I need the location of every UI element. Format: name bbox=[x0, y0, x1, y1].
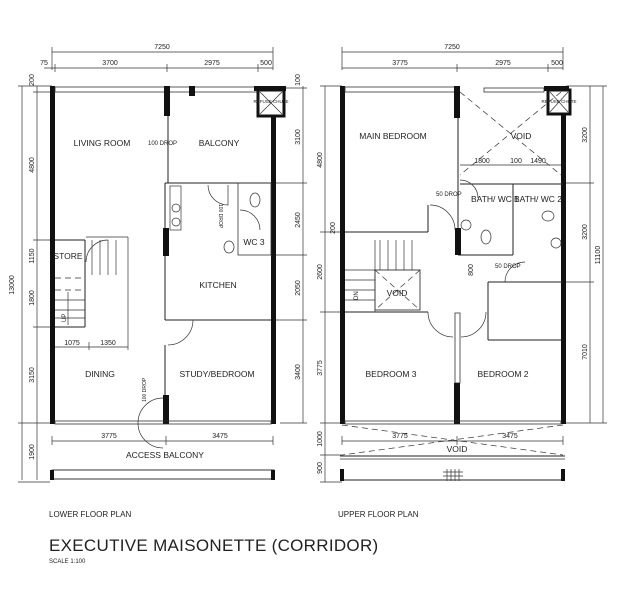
dim-1900: 1900 bbox=[29, 444, 36, 460]
note-50-drop-bedroom: 50 DROP bbox=[495, 264, 521, 270]
upper-dim-b3775: 3775 bbox=[392, 433, 408, 440]
void-dim-100: 100 bbox=[510, 158, 522, 165]
dim-total-width: 7250 bbox=[154, 44, 170, 51]
upper-dim-3775: 3775 bbox=[317, 360, 324, 376]
upper-floor-plan: 7250 3775 2975 500 4800 200 2600 3775 10… bbox=[317, 44, 607, 483]
dim-r100: 100 bbox=[295, 74, 302, 86]
void-dim-1490: 1490 bbox=[530, 158, 546, 165]
caption-lower-floor-plan: LOWER FLOOR PLAN bbox=[49, 510, 131, 519]
upper-dim-900: 900 bbox=[317, 462, 324, 474]
dim-1075: 1075 bbox=[64, 340, 80, 347]
dim-3150: 3150 bbox=[29, 367, 36, 383]
access-balcony-parapet bbox=[50, 469, 275, 480]
room-bedroom-3: BEDROOM 3 bbox=[365, 369, 416, 379]
room-kitchen: KITCHEN bbox=[199, 280, 236, 290]
stair-down-label: DN bbox=[354, 291, 360, 300]
drawing-title: EXECUTIVE MAISONETTE (CORRIDOR) bbox=[49, 536, 379, 555]
upper-dim-800: 800 bbox=[468, 264, 475, 276]
lower-bottom-dimensions: 3775 3475 bbox=[51, 433, 274, 445]
dim-3400: 3400 bbox=[295, 364, 302, 380]
room-living-room: LIVING ROOM bbox=[74, 138, 131, 148]
upper-dim-2975: 2975 bbox=[495, 60, 511, 67]
dim-200: 200 bbox=[29, 74, 36, 86]
upper-top-dimensions: 7250 3775 2975 500 bbox=[341, 44, 564, 72]
upper-dim-7010: 7010 bbox=[582, 344, 589, 360]
upper-dim-3200b: 3200 bbox=[582, 224, 589, 240]
dim-13000: 13000 bbox=[9, 275, 16, 295]
room-balcony: BALCONY bbox=[199, 138, 240, 148]
upper-bottom-void: 3775 3475 VOID bbox=[340, 424, 565, 481]
room-wc-3: WC 3 bbox=[243, 237, 265, 247]
dim-1800: 1800 bbox=[29, 290, 36, 306]
dim-2975: 2975 bbox=[204, 60, 220, 67]
note-50-drop-bath: 50 DROP bbox=[436, 192, 462, 198]
lower-walls: REFUSE CHUTE bbox=[50, 86, 289, 449]
dim-1350: 1350 bbox=[100, 340, 116, 347]
dim-3700: 3700 bbox=[102, 60, 118, 67]
note-100-drop-wc: 100 DROP bbox=[217, 204, 223, 229]
upper-dim-200: 200 bbox=[330, 222, 337, 234]
room-void-bottom: VOID bbox=[447, 444, 468, 454]
caption-upper-floor-plan: UPPER FLOOR PLAN bbox=[338, 510, 419, 519]
room-store: STORE bbox=[53, 251, 82, 261]
upper-dim-3775: 3775 bbox=[392, 60, 408, 67]
note-100-drop-balcony: 100 DROP bbox=[148, 141, 177, 147]
upper-staircase: DN VOID bbox=[345, 240, 421, 312]
upper-left-dimensions: 4800 200 2600 3775 1000 900 bbox=[317, 85, 342, 483]
room-main-bedroom: MAIN BEDROOM bbox=[359, 131, 427, 141]
room-bath-wc-1: BATH/ WC 1 bbox=[471, 194, 519, 204]
upper-dim-1000: 1000 bbox=[317, 431, 324, 447]
refuse-chute-label: REFUSE CHUTE bbox=[253, 99, 288, 104]
upper-dim-total-width: 7250 bbox=[444, 44, 460, 51]
note-100-drop-entrance: 100 DROP bbox=[142, 377, 148, 402]
upper-dim-500: 500 bbox=[551, 60, 563, 67]
room-void-upper: VOID bbox=[511, 131, 532, 141]
upper-walls: REFUSE CHUTE bbox=[340, 86, 577, 425]
upper-dim-11100: 11100 bbox=[595, 246, 602, 265]
room-bedroom-2: BEDROOM 2 bbox=[477, 369, 528, 379]
dim-4800: 4800 bbox=[29, 157, 36, 173]
void-dim-1800: 1800 bbox=[474, 158, 490, 165]
room-dining: DINING bbox=[85, 369, 115, 379]
dim-2450: 2450 bbox=[295, 212, 302, 228]
lower-staircase: UP 1075 1350 bbox=[55, 236, 129, 350]
lower-top-dimensions: 7250 75 3700 2975 500 bbox=[40, 44, 274, 72]
dim-3100: 3100 bbox=[295, 129, 302, 145]
drawing-scale: SCALE 1:100 bbox=[49, 559, 86, 565]
upper-dim-3200a: 3200 bbox=[582, 127, 589, 143]
upper-dim-4800: 4800 bbox=[317, 152, 324, 168]
room-study-bedroom: STUDY/BEDROOM bbox=[179, 369, 254, 379]
access-balcony-label: ACCESS BALCONY bbox=[126, 450, 204, 460]
lower-floor-plan: 7250 75 3700 2975 500 13000 200 4800 115… bbox=[9, 44, 307, 483]
dim-1150: 1150 bbox=[29, 248, 36, 263]
upper-refuse-chute-label: REFUSE CHUTE bbox=[541, 99, 576, 104]
lower-right-dimensions: 100 3100 2450 2050 3400 bbox=[276, 74, 307, 424]
dim-75: 75 bbox=[40, 60, 48, 67]
room-stair-void: VOID bbox=[387, 288, 408, 298]
lower-left-dimensions: 13000 200 4800 1150 1800 3150 1900 bbox=[9, 74, 52, 483]
dim-3775: 3775 bbox=[101, 433, 117, 440]
room-bath-wc-2: BATH/ WC 2 bbox=[514, 194, 562, 204]
upper-dim-b3475: 3475 bbox=[502, 433, 518, 440]
upper-dim-2600: 2600 bbox=[317, 264, 324, 280]
upper-right-dimensions: 3200 3200 7010 11100 bbox=[566, 85, 607, 424]
dim-3475: 3475 bbox=[212, 433, 228, 440]
dim-500: 500 bbox=[260, 60, 272, 67]
dim-2050: 2050 bbox=[295, 280, 302, 296]
stair-up-label: UP bbox=[62, 314, 68, 322]
